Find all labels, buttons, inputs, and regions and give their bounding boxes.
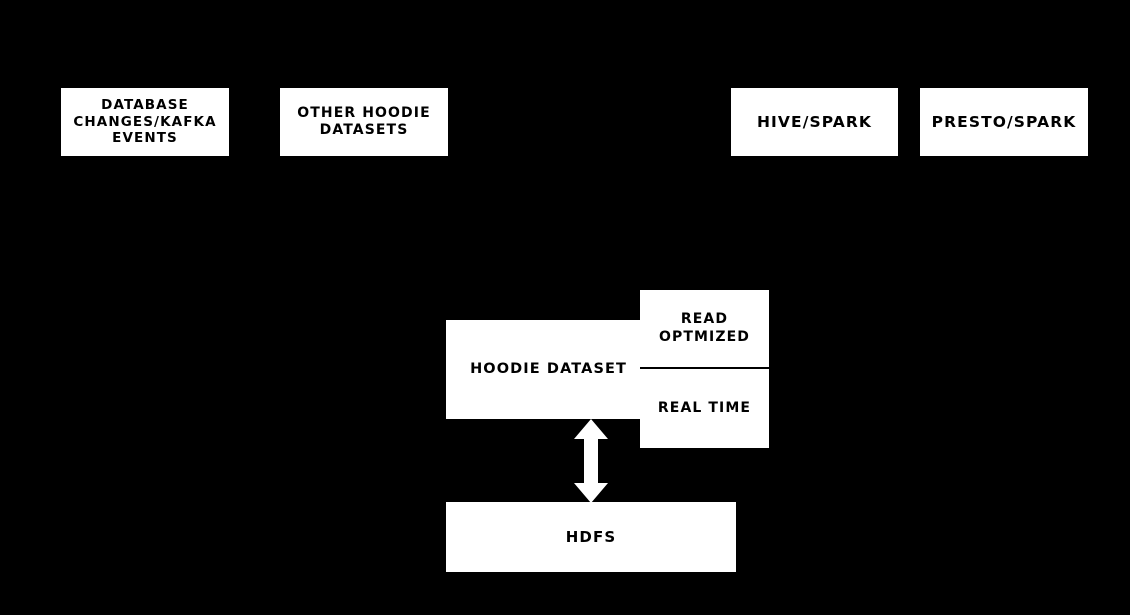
- node-read-optimized-view[interactable]: READ OPTMIZED: [640, 290, 769, 369]
- hoodie-views-stack: READ OPTMIZED REAL TIME: [640, 290, 769, 448]
- node-database-changes-kafka-events[interactable]: DATABASE CHANGES/KAFKA EVENTS: [61, 88, 229, 156]
- node-real-time-view[interactable]: REAL TIME: [640, 369, 769, 448]
- node-hoodie-dataset[interactable]: HOODIE DATASET: [446, 320, 641, 419]
- node-presto-spark[interactable]: PRESTO/SPARK: [920, 88, 1088, 156]
- node-hive-spark[interactable]: HIVE/SPARK: [731, 88, 898, 156]
- node-other-hoodie-datasets[interactable]: OTHER HOODIE DATASETS: [280, 88, 448, 156]
- double-headed-arrow-icon: [574, 419, 608, 503]
- node-hdfs[interactable]: HDFS: [446, 502, 736, 572]
